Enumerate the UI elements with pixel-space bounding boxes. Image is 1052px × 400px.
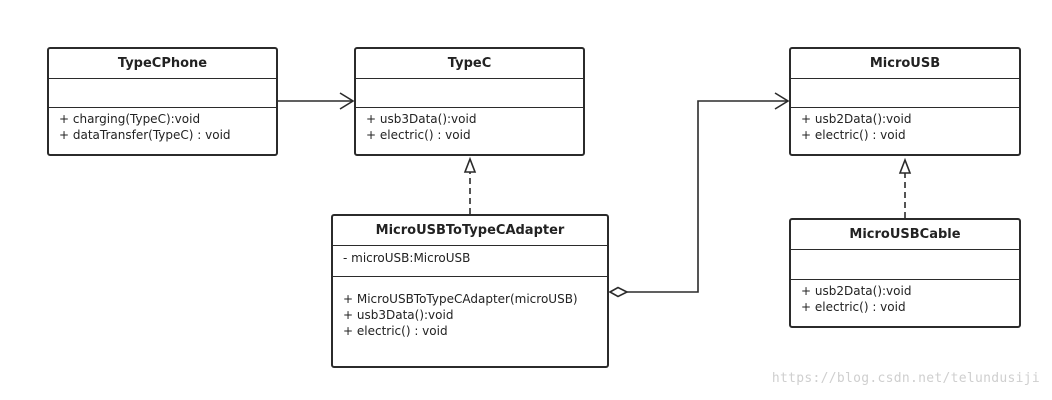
class-name: MicroUSBToTypeCAdapter [333, 216, 607, 246]
attribute: - microUSB:MicroUSB [343, 251, 471, 265]
realization-adapter-typec [463, 156, 477, 214]
operation-compartment: + usb2Data():void + electric() : void [791, 280, 1019, 315]
class-name: TypeC [356, 49, 583, 79]
operation-compartment: + usb3Data():void + electric() : void [356, 108, 583, 143]
attribute-compartment [356, 79, 583, 108]
class-typec[interactable]: TypeC + usb3Data():void + electric() : v… [354, 47, 585, 156]
class-microusbcable[interactable]: MicroUSBCable + usb2Data():void + electr… [789, 218, 1021, 328]
operation: + charging(TypeC):void [59, 112, 201, 126]
attribute-compartment [791, 250, 1019, 280]
operation: + usb2Data():void [801, 112, 912, 126]
operation-compartment: + MicroUSBToTypeCAdapter(microUSB) + usb… [333, 277, 607, 339]
operation: + usb3Data():void [343, 308, 454, 322]
class-typecphone[interactable]: TypeCPhone + charging(TypeC):void + data… [47, 47, 278, 156]
class-microusb[interactable]: MicroUSB + usb2Data():void + electric() … [789, 47, 1021, 156]
aggregation-adapter-microusb [608, 92, 790, 298]
operation: + electric() : void [801, 128, 906, 142]
attribute-compartment [791, 79, 1019, 108]
attribute-compartment [49, 79, 276, 108]
association-typecphone-typec [278, 92, 355, 110]
class-name: TypeCPhone [49, 49, 276, 79]
operation: + dataTransfer(TypeC) : void [59, 128, 231, 142]
operation: + electric() : void [366, 128, 471, 142]
operation: + usb3Data():void [366, 112, 477, 126]
operation: + usb2Data():void [801, 284, 912, 298]
operation: + electric() : void [801, 300, 906, 314]
class-name: MicroUSBCable [791, 220, 1019, 250]
operation: + MicroUSBToTypeCAdapter(microUSB) [343, 292, 578, 306]
attribute-compartment: - microUSB:MicroUSB [333, 246, 607, 277]
watermark-url: https://blog.csdn.net/telundusiji [771, 371, 1040, 386]
operation-compartment: + usb2Data():void + electric() : void [791, 108, 1019, 143]
class-name: MicroUSB [791, 49, 1019, 79]
class-microusbtotypecadapter[interactable]: MicroUSBToTypeCAdapter - microUSB:MicroU… [331, 214, 609, 368]
operation: + electric() : void [343, 324, 448, 338]
operation-compartment: + charging(TypeC):void + dataTransfer(Ty… [49, 108, 276, 143]
realization-cable-microusb [898, 157, 912, 218]
